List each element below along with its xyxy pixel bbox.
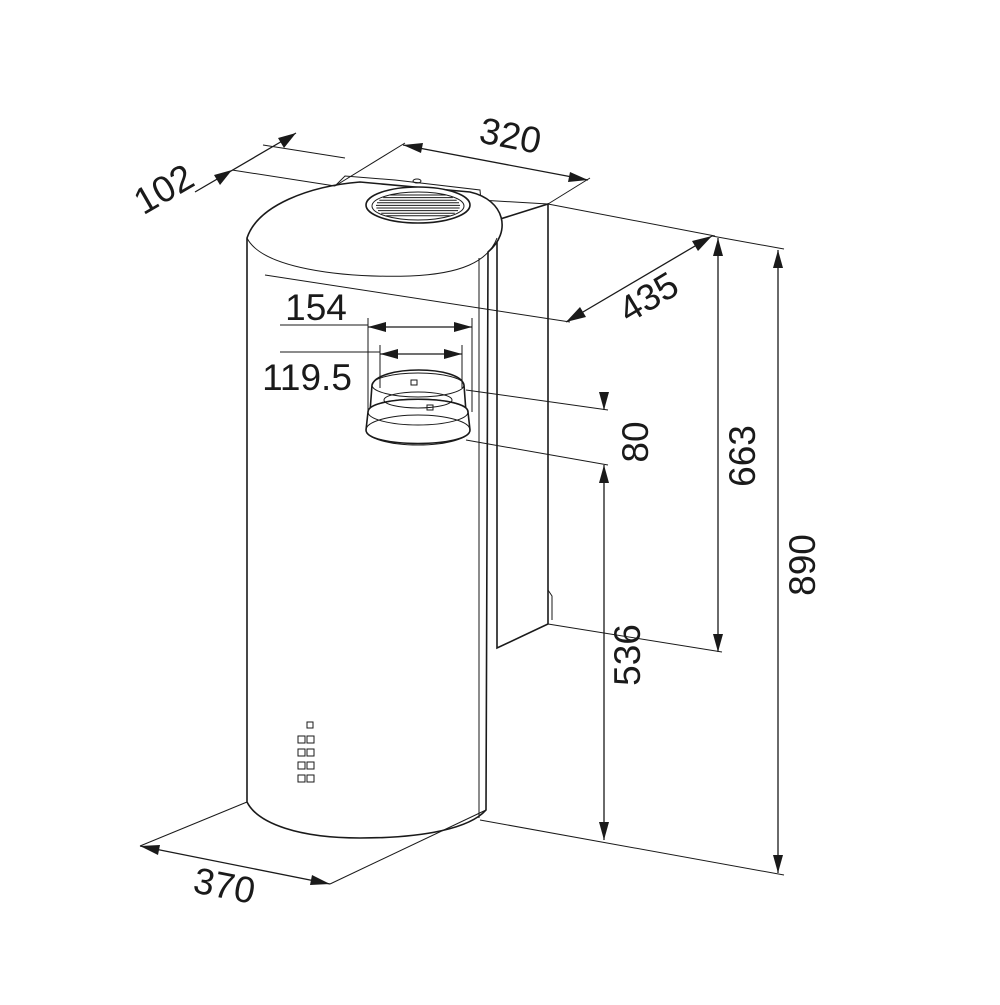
arrowhead	[380, 349, 398, 359]
dim-370: 370	[139, 801, 487, 912]
dim-119-5-label: 119.5	[262, 357, 352, 398]
control-button-icon	[306, 774, 315, 783]
dim-663: 663	[547, 238, 763, 653]
arrowhead	[568, 172, 588, 182]
indicator-led-icon	[306, 721, 314, 729]
vent-knob-icon	[412, 178, 422, 184]
control-button-icon	[306, 761, 315, 770]
arrowhead	[566, 307, 586, 322]
dim-320-line	[402, 144, 589, 181]
control-button-icon	[297, 774, 306, 783]
dim-80-ext-bottom	[465, 439, 609, 466]
arrowhead	[214, 170, 232, 185]
control-button-icon	[306, 748, 315, 757]
dim-102-ext-back	[262, 144, 346, 159]
arrowhead	[310, 875, 330, 885]
hood-body	[246, 175, 553, 839]
dim-370-line	[139, 845, 331, 885]
rear-panel	[496, 202, 549, 650]
dim-890-label: 890	[782, 534, 823, 596]
control-button-icon	[297, 735, 306, 744]
control-button-icon	[306, 735, 315, 744]
dim-370-ext-right	[329, 809, 487, 885]
arrowhead	[444, 349, 462, 359]
rear-panel-detail	[547, 589, 553, 620]
arrowhead	[278, 133, 296, 148]
dim-536: 536	[599, 465, 648, 840]
dim-435-line	[565, 235, 713, 323]
dim-102-line	[194, 132, 297, 193]
vent-inner	[371, 191, 465, 221]
dim-890-ext-bottom	[479, 819, 785, 876]
arrowhead	[599, 822, 609, 840]
arrowhead	[599, 392, 609, 410]
outlet-clip-icon	[410, 379, 418, 386]
dim-102-ext-front	[231, 169, 336, 187]
dim-435-label: 435	[612, 264, 686, 331]
top-cap-curve	[246, 237, 498, 277]
control-button-icon	[297, 748, 306, 757]
dim-435-ext-back	[547, 203, 716, 237]
dim-370-ext-left	[139, 801, 248, 847]
arrowhead	[692, 236, 712, 251]
control-button-icon	[297, 761, 306, 770]
arrowhead	[773, 855, 783, 873]
dim-890-ext-top	[711, 235, 785, 250]
arrowhead	[713, 634, 723, 652]
top-vent-grille	[365, 178, 471, 224]
cylinder-shell	[246, 181, 503, 839]
arrowhead	[454, 322, 472, 332]
outlet-clip-icon	[426, 404, 434, 411]
dim-320-ext-right	[547, 177, 591, 205]
outlet-bottom-ring	[365, 414, 471, 446]
top-back-ledge	[479, 199, 549, 205]
dim-80-ext-top	[465, 389, 609, 411]
dim-80: 80	[465, 389, 656, 483]
dim-536-label: 536	[607, 624, 648, 686]
dim-890: 890	[479, 235, 823, 876]
control-panel	[297, 721, 315, 783]
arrowhead	[140, 845, 160, 855]
outlet-top-ring	[371, 372, 465, 398]
dim-119-5: 119.5	[262, 345, 463, 398]
dim-154-label: 154	[285, 287, 347, 328]
dim-320-ext-left	[334, 142, 406, 187]
arrowhead	[713, 238, 723, 256]
control-buttons	[297, 735, 315, 783]
arrowhead	[403, 143, 423, 153]
dim-102-label: 102	[127, 156, 201, 222]
dim-435-ext-front	[264, 274, 571, 323]
dim-320-label: 320	[476, 110, 544, 162]
dim-663-ext-bottom	[547, 623, 723, 653]
dim-663-label: 663	[722, 425, 763, 487]
dim-154: 154	[280, 287, 473, 412]
arrowhead	[368, 322, 386, 332]
exhaust-outlet	[365, 369, 471, 446]
arrowhead	[773, 250, 783, 268]
vent-slats	[376, 194, 460, 217]
outlet-inner-ring	[383, 391, 453, 409]
dim-80-label: 80	[615, 421, 656, 462]
